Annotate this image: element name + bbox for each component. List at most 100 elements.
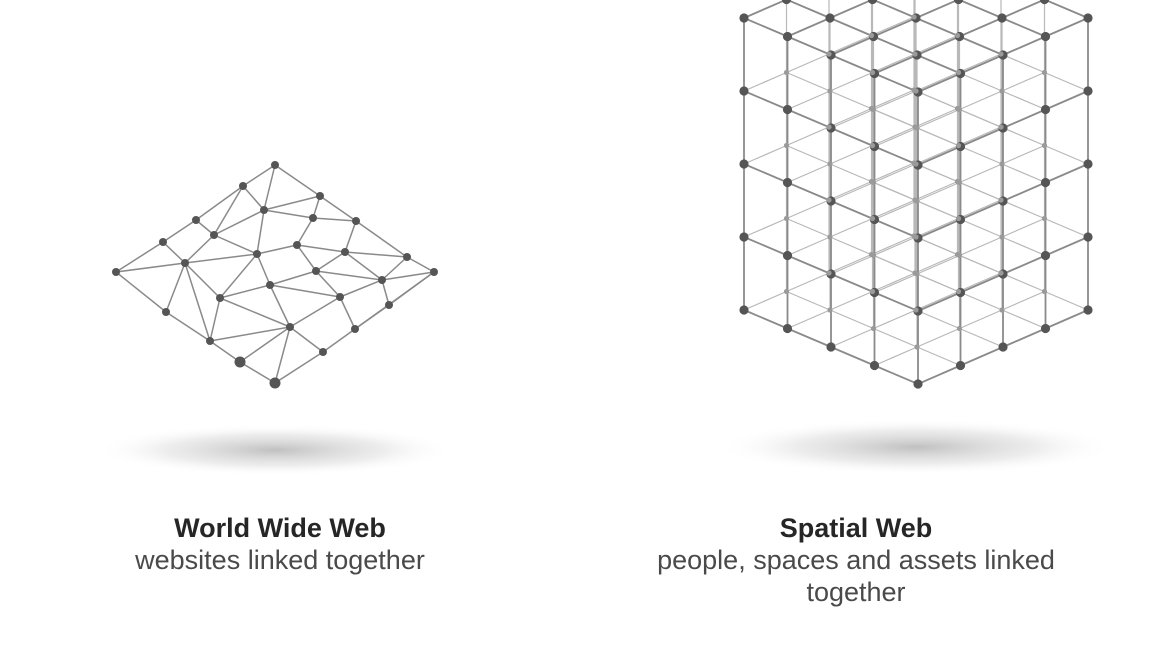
mesh-edge (209, 297, 221, 342)
cube-node (955, 288, 962, 295)
cube-edge (1000, 126, 1045, 147)
cube-edge (786, 199, 830, 220)
cube-node (913, 307, 919, 313)
mesh-edge (274, 164, 321, 197)
cube-edge (1045, 236, 1089, 257)
cube-node (911, 233, 917, 239)
cube-edge (1002, 35, 1046, 56)
cube-edge (871, 180, 916, 201)
cube-edge (1002, 108, 1046, 129)
cube-node (999, 307, 1005, 313)
cube-edge (829, 290, 873, 311)
mesh-node (312, 267, 320, 275)
cube-edge (743, 71, 787, 92)
mesh-edge (269, 284, 341, 298)
cube-edge (1002, 254, 1046, 275)
cube-node (783, 69, 790, 76)
spatial-web-panel: Spatial Web people, spaces and assets li… (560, 0, 1152, 646)
mesh-edge (289, 326, 324, 353)
cube-node (1040, 323, 1051, 334)
mesh-node (319, 348, 327, 356)
cube-edge (958, 217, 1003, 238)
cube-edge (829, 17, 874, 38)
cube-edge (830, 35, 874, 56)
mesh-node (162, 308, 170, 316)
cube-edge (743, 163, 788, 184)
cube-node (1083, 13, 1093, 23)
cube-edge (786, 217, 831, 238)
cube-edge (787, 17, 831, 38)
cube-node (955, 142, 962, 149)
cube-edge (1001, 90, 1046, 111)
cube-node (868, 251, 875, 258)
cube-node (826, 197, 832, 203)
cube-node (867, 0, 878, 5)
cube-node (912, 51, 918, 57)
cube-edge (959, 35, 1004, 56)
cube-edge (958, 144, 1003, 165)
cube-edge (872, 126, 916, 147)
mesh-edge (344, 251, 383, 281)
mesh-edge (184, 253, 258, 264)
cube-node (1083, 159, 1093, 169)
flat-mesh-network-icon (95, 161, 455, 476)
cube-node (998, 124, 1004, 130)
cube-node (739, 86, 749, 96)
cube-edge (786, 144, 831, 165)
mesh-node (378, 276, 386, 284)
cube-edge (872, 53, 916, 74)
world-wide-web-title: World Wide Web (174, 513, 386, 543)
cube-node (827, 307, 833, 313)
cube-edge (830, 273, 875, 294)
cube-node (826, 51, 832, 57)
mesh-node (286, 323, 294, 331)
cube-edge (830, 127, 875, 148)
cube-edge (1001, 163, 1046, 184)
cube-edge (872, 0, 917, 19)
cube-edge (786, 272, 830, 293)
cube-node (869, 142, 876, 149)
cube-node (912, 124, 918, 130)
cube-node (869, 215, 876, 222)
cube-edge (1001, 290, 1045, 311)
cube-edge (871, 235, 915, 256)
cube-edge (1000, 53, 1045, 74)
cube-edge (873, 90, 917, 111)
cube-edge (1001, 236, 1046, 257)
mesh-edge (269, 270, 317, 286)
cube-node (1083, 232, 1093, 242)
mesh-edge (242, 185, 265, 211)
cube-edge (874, 364, 919, 385)
cube-edge (872, 272, 916, 293)
cube-node (955, 215, 962, 222)
mesh-edge (242, 164, 276, 187)
mesh-edge (239, 361, 276, 384)
cube-edge (1045, 17, 1089, 38)
cube-edge (1045, 309, 1089, 330)
cube-edge (829, 0, 873, 19)
cube-edge (829, 309, 874, 330)
cube-edge (916, 181, 960, 202)
cube-node (783, 215, 790, 222)
cube-edge (914, 253, 958, 274)
cube-edge (914, 180, 958, 201)
cube-node (1041, 288, 1048, 295)
cube-edge (786, 0, 831, 19)
cube-edge (743, 0, 787, 19)
cube-node (868, 32, 875, 39)
cube-node (868, 178, 875, 185)
cube-node (783, 142, 790, 149)
spatial-web-title: Spatial Web (779, 513, 933, 543)
cube-node (782, 177, 793, 188)
cube-edge (1001, 71, 1045, 92)
mesh-edge (263, 209, 314, 219)
cube-edge (916, 54, 961, 75)
mesh-edge (319, 195, 357, 222)
cube-edge (830, 346, 875, 367)
cube-node (912, 197, 918, 203)
cube-edge (957, 107, 1002, 128)
cube-node (914, 344, 920, 350)
cube-edge (829, 90, 874, 111)
cube-edge (957, 253, 1002, 274)
cube-node (911, 87, 917, 93)
